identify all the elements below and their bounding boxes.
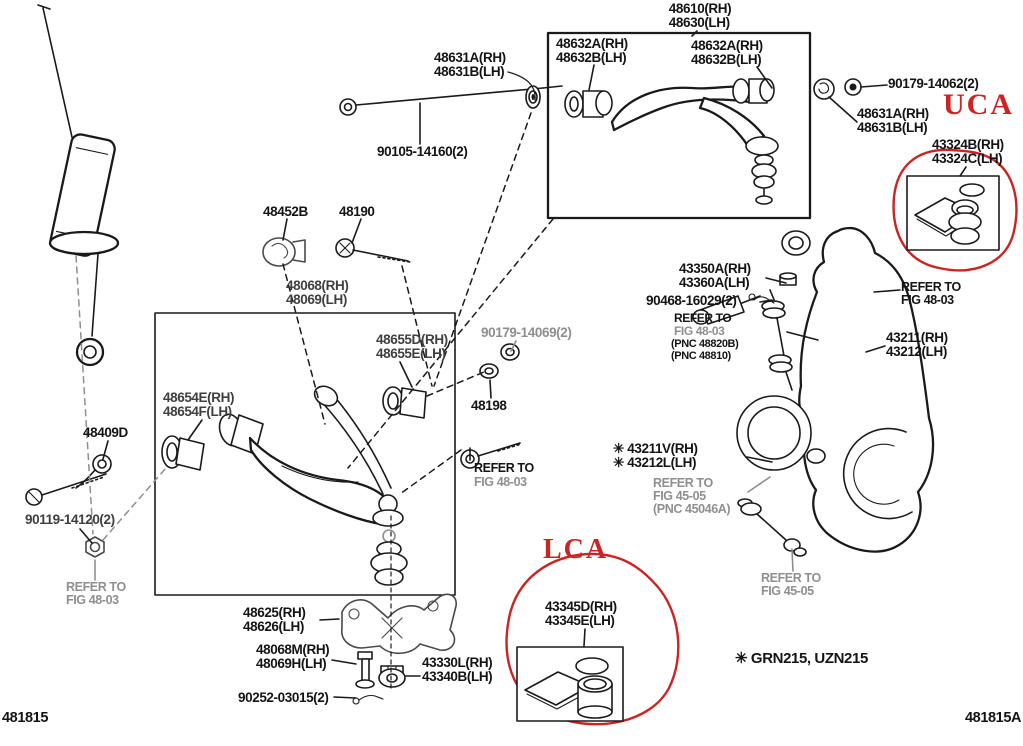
label-48409d: 48409D (83, 425, 128, 440)
label-fig-4803-bolt: FIG 48-03 (474, 475, 527, 489)
knuckle-drawing (692, 226, 935, 557)
label-90179-14062: 90179-14062(2) (888, 76, 979, 91)
label-90252-03015: 90252-03015(2) (238, 690, 329, 705)
label-43330l: 43330L(RH)43340B(LH) (422, 655, 493, 685)
lower-arm-box (154, 312, 456, 596)
label-90179-14069: 90179-14069(2) (481, 325, 572, 340)
uca-repair-kit-box (892, 148, 1018, 272)
label-pnc-notes: (PNC 48820B)(PNC 48810) (671, 338, 739, 362)
label-48655d: 48655D(RH)48655E(LH) (376, 332, 448, 362)
label-refer-4803-bolt: REFER TO (474, 461, 534, 475)
lca-repair-kit-box (505, 552, 680, 726)
label-lca: LCA (543, 534, 609, 565)
upper-arm-assembly-box (546, 31, 812, 220)
label-90468-16029: 90468-16029(2) (646, 293, 737, 308)
dashed-axes (75, 112, 554, 693)
label-fig-4803-mid: FIG 48-03 (674, 324, 725, 338)
label-43211: 43211(RH)43212(LH) (886, 330, 948, 360)
label-43350a: 43350A(RH)43360A(LH) (679, 261, 751, 291)
label-48610: 48610(RH)48630(LH) (668, 1, 732, 31)
lca-red-circle (505, 552, 680, 726)
label-43324b: 43324B(RH)43324C(LH) (932, 137, 1004, 167)
label-48631a-top: 48631A(RH)48631B(LH) (434, 50, 506, 80)
label-48631a-right: 48631A(RH)48631B(LH) (857, 106, 929, 136)
shock-absorber-drawing (37, 4, 120, 367)
label-48632a-left: 48632A(RH)48632B(LH) (556, 36, 628, 66)
label-90105-14160: 90105-14160(2) (377, 144, 468, 159)
uca-red-circle (892, 148, 1018, 272)
upper-nut-washer-drawing (813, 78, 862, 100)
label-48625: 48625(RH)48626(LH) (243, 605, 306, 635)
lower-ball-joint-parts-drawing (340, 593, 458, 705)
label-footnote: ✳ GRN215, UZN215 (735, 650, 868, 667)
leader-lines (79, 30, 967, 699)
washer-nut-bolt-drawing (460, 343, 522, 469)
label-uca: UCA (943, 88, 1014, 121)
label-90119-14120: 90119-14120(2) (25, 512, 115, 527)
label-fig-code-right: 481815A (965, 710, 1022, 726)
label-48190: 48190 (339, 204, 375, 219)
label-48068m: 48068M(RH)48069H(LH) (256, 642, 330, 672)
label-48654e: 48654E(RH)48654F(LH) (163, 390, 235, 420)
label-48198: 48198 (471, 398, 507, 413)
left-bolt-parts-drawing (25, 454, 112, 558)
label-43345d: 43345D(RH)43345E(LH) (545, 599, 617, 629)
label-43211v: ✳ 43211V(RH)✳ 43212L(LH) (613, 441, 698, 471)
label-48452b: 48452B (263, 204, 308, 219)
label-48068: 48068(RH)48069(LH) (286, 278, 349, 308)
label-refer-4803-mid: REFER TO (674, 311, 732, 325)
label-fig-code-left: 481815 (2, 710, 48, 726)
bumper-and-bolt-drawing (262, 237, 411, 267)
through-bolt-drawing (339, 85, 563, 116)
label-48632a-right: 48632A(RH)48632B(LH) (691, 38, 763, 68)
